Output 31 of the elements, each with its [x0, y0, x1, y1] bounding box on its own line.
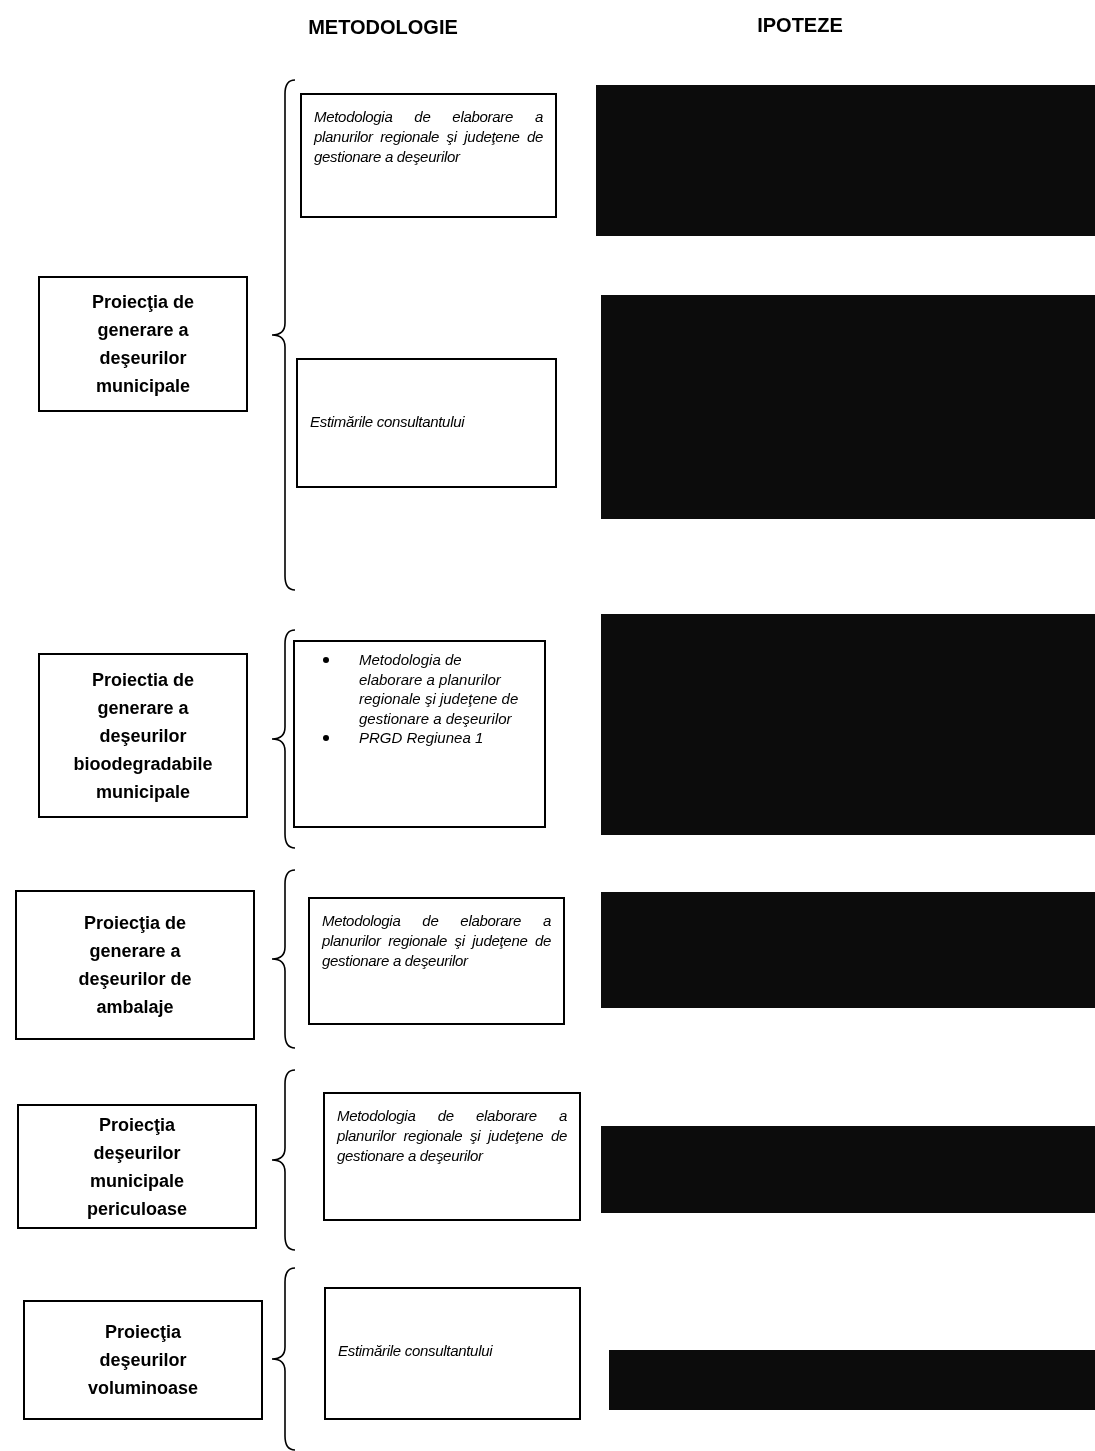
topic-text: Proiecţia deşeurilor voluminoase [87, 1321, 199, 1400]
method-text: PRGD Regiunea 1 [359, 728, 485, 748]
redacted-box [601, 1126, 1095, 1213]
redacted-box [601, 892, 1095, 1008]
redacted-box [596, 85, 1095, 236]
topic-box [23, 1300, 263, 1420]
method-text: Estimările consultantului [338, 1341, 494, 1361]
topic-box [38, 653, 248, 818]
topic-text: Proiectia de generare a deşeurilor bioodegradabile municipale [72, 668, 214, 804]
method-box [308, 897, 565, 1025]
method-text: Metodologia de elaborare a planurilor regionale şi judeţene de gestionare a deşeurilor [314, 107, 543, 167]
method-box [293, 640, 546, 828]
topic-text: Proiecţia de generare a deşeurilor de ambalaje [77, 912, 193, 1019]
topic-box [15, 890, 255, 1040]
column-heading: METODOLOGIE [308, 16, 458, 38]
redacted-box [601, 295, 1095, 519]
redacted-box [609, 1350, 1095, 1410]
redacted-box [601, 614, 1095, 835]
method-box [300, 93, 557, 218]
method-text: Metodologia de elaborare a planurilor regionale şi judeţene de gestionare a deşeurilor [337, 1106, 567, 1166]
topic-text: Proiecţia de generare a deşeurilor municipale [90, 291, 195, 398]
method-box [324, 1287, 581, 1420]
method-text: Estimările consultantului [310, 412, 466, 432]
method-text: Metodologia de elaborare a planurilor regionale şi judeţene de gestionare a deşeurilor [322, 911, 551, 971]
method-text: Metodologia de elaborare a planurilor regionale şi judeţene de gestionare a deşeurilor [359, 650, 519, 728]
topic-box [38, 276, 248, 412]
topic-text: Proiecţia deşeurilor municipale periculoase [85, 1113, 188, 1221]
topic-box [17, 1104, 257, 1229]
method-box [296, 358, 557, 488]
method-box [323, 1092, 581, 1221]
column-heading: IPOTEZE [757, 14, 843, 36]
